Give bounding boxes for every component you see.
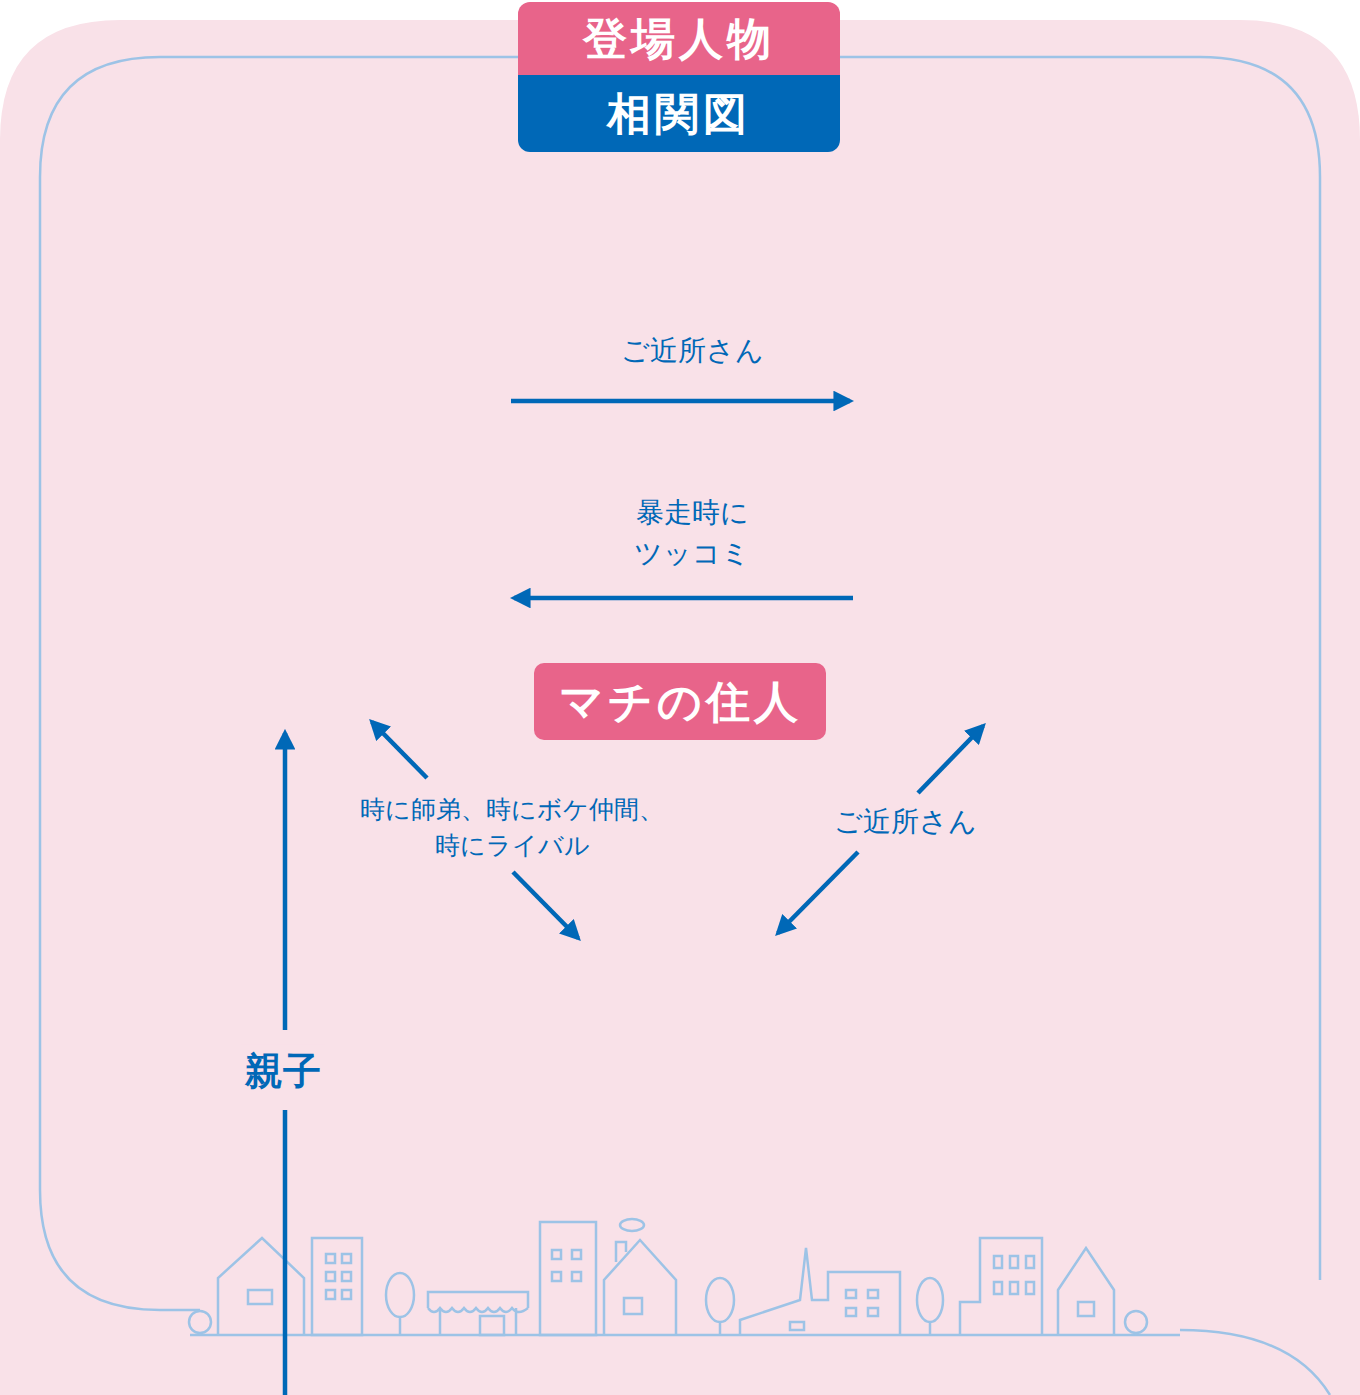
relation-label: ご近所さん: [830, 802, 981, 843]
relation-label: ご近所さん: [617, 331, 768, 372]
frame-tail: [1180, 1330, 1330, 1395]
relation-label: 親子: [241, 1044, 325, 1099]
town-skyline: [189, 1219, 1180, 1335]
relation-label: 時に師弟、時にボケ仲間、 時にライバル: [318, 792, 706, 865]
inner-frame: [40, 57, 1320, 1310]
relation-arrows: [285, 401, 983, 1395]
pink-ground: [0, 20, 1360, 1395]
subtitle-band: 相関図: [518, 75, 840, 152]
group-box: マチの住人: [534, 663, 826, 740]
group-label-box: マチの住人: [534, 663, 826, 740]
title-band: 登場人物: [518, 2, 840, 75]
title-banner: 登場人物相関図: [518, 2, 840, 152]
relation-label: 暴走時に ツッコミ: [593, 493, 791, 574]
